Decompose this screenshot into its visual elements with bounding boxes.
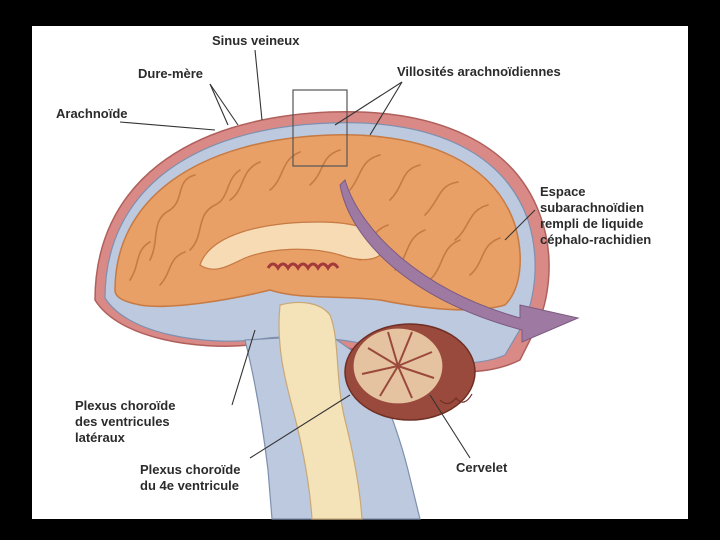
label-sinus-veineux: Sinus veineux: [212, 33, 300, 48]
plexus-lat-line-2: des ventricules: [75, 414, 170, 429]
label-cervelet: Cervelet: [456, 460, 508, 475]
espace-line-2: subarachnoïdien: [540, 200, 645, 215]
choroid-plexus-lateral-shape: [266, 262, 340, 271]
label-plexus-lateraux: Plexus choroïde des ventricules latéraux: [75, 398, 175, 446]
label-espace-subarachnoidien: Espace subarachnoïdien rempli de liquide…: [540, 184, 651, 248]
corpus-callosum: [199, 221, 386, 270]
espace-line-3: rempli de liquide: [540, 216, 644, 231]
plexus-4e-line-2: du 4e ventricule: [140, 478, 239, 493]
villi-inset-box: [292, 89, 348, 167]
label-villosites: Villosités arachnoïdiennes: [397, 64, 561, 79]
label-arachnoide: Arachnoïde: [56, 106, 128, 121]
plexus-lat-line-3: latéraux: [75, 430, 125, 445]
csf-flow-arrow: [339, 179, 580, 343]
cerebellum-shape: [344, 323, 476, 421]
espace-line-4: céphalo-rachidien: [540, 232, 652, 247]
plexus-lat-line-1: Plexus choroïde: [75, 398, 176, 413]
espace-line-1: Espace: [540, 184, 586, 199]
brainstem: [278, 301, 363, 520]
label-dure-mere: Dure-mère: [138, 66, 204, 81]
plexus-4e-line-1: Plexus choroïde: [140, 462, 241, 477]
leader-lines: [119, 49, 536, 459]
label-plexus-4e: Plexus choroïde du 4e ventricule: [140, 462, 240, 494]
